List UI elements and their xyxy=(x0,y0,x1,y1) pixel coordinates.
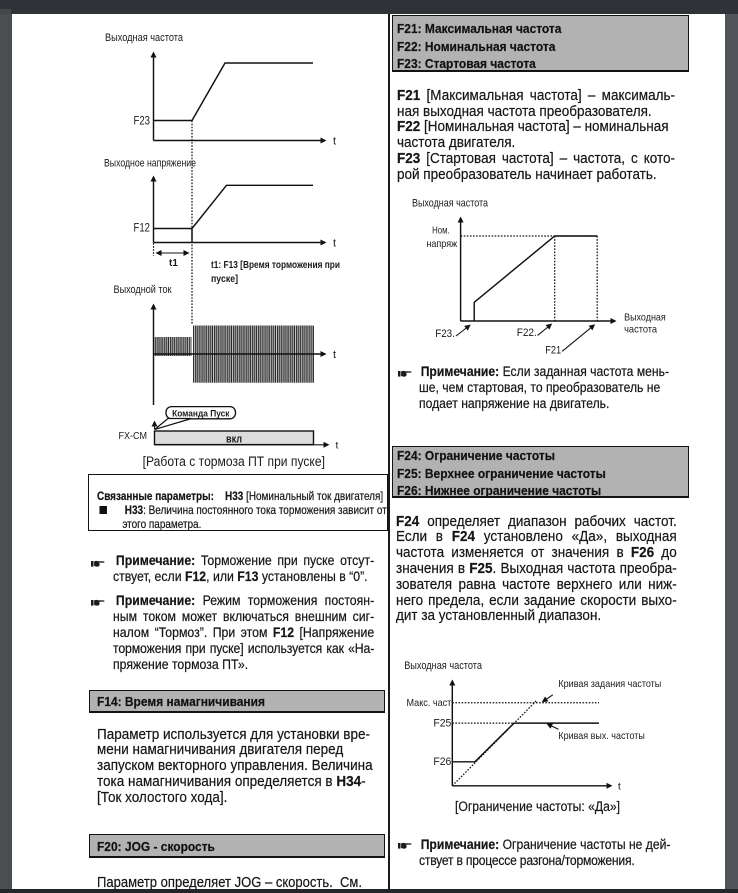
svg-text:F26: F26 xyxy=(433,756,451,768)
svg-text:Выходная частота: Выходная частота xyxy=(105,32,184,44)
svg-text:Выходная частота: Выходная частота xyxy=(412,198,489,210)
svg-text:напряж: напряж xyxy=(426,238,457,250)
svg-text:Кривая вых. частоты: Кривая вых. частоты xyxy=(558,730,644,742)
svg-text:Команда Пуск: Команда Пуск xyxy=(172,408,230,419)
svg-text:F22.: F22. xyxy=(517,327,537,339)
svg-text:F25: F25 xyxy=(433,718,451,730)
svg-text:t: t xyxy=(618,781,621,793)
svg-text:t1: t1 xyxy=(169,258,178,269)
svg-text:FX-CM: FX-CM xyxy=(119,431,148,442)
svg-text:t1: F13 [Время торможения при: t1: F13 [Время торможения при xyxy=(211,260,340,271)
svg-text:пуске]: пуске] xyxy=(211,274,238,285)
svg-text:F12: F12 xyxy=(134,223,151,235)
svg-text:F21: F21 xyxy=(545,344,561,356)
svg-text:Ном.: Ном. xyxy=(432,225,450,237)
svg-text:F23: F23 xyxy=(134,116,151,128)
svg-text:t: t xyxy=(333,238,336,250)
svg-text:частота: частота xyxy=(624,323,657,335)
svg-text:F23.: F23. xyxy=(435,328,455,340)
svg-text:Выходной ток: Выходной ток xyxy=(114,284,172,296)
svg-text:t: t xyxy=(333,349,336,361)
svg-text:Выходное напряжение: Выходное напряжение xyxy=(104,158,196,170)
svg-text:вкл: вкл xyxy=(226,434,242,446)
svg-text:Кривая задания частоты: Кривая задания частоты xyxy=(558,678,661,690)
svg-text:Выходная частота: Выходная частота xyxy=(404,660,483,672)
svg-text:t: t xyxy=(333,136,336,148)
svg-text:[Работа с тормоза ПТ при пуске: [Работа с тормоза ПТ при пуске] xyxy=(143,454,325,469)
svg-text:t: t xyxy=(336,440,339,452)
svg-text:Макс. част: Макс. част xyxy=(407,697,452,709)
svg-text:Выходная: Выходная xyxy=(624,312,666,324)
